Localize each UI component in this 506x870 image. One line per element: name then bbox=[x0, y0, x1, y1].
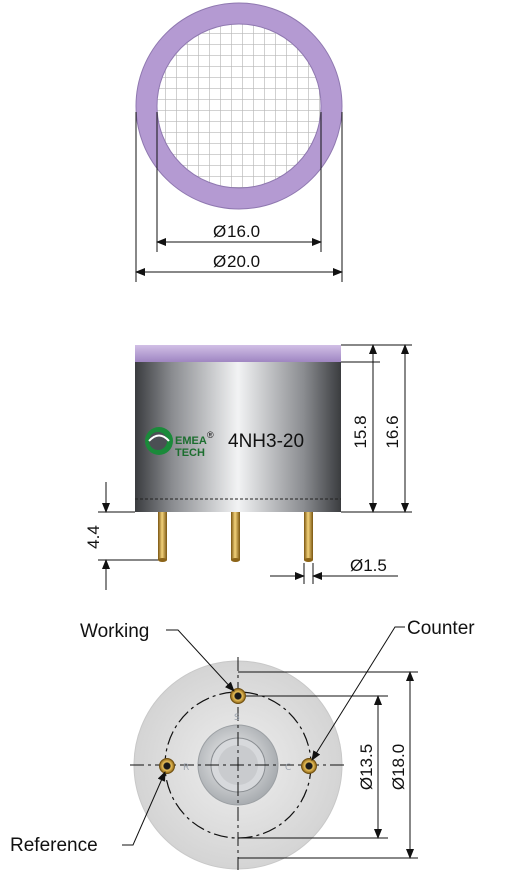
outer-diameter-symbol: Ø bbox=[213, 252, 226, 271]
side-pin-left bbox=[158, 512, 167, 560]
counter-pin bbox=[301, 758, 317, 774]
bottom-view: S R C Working Counter Reference Ø13.5 Ø1… bbox=[10, 618, 475, 870]
side-pin-right bbox=[304, 512, 313, 560]
reference-pin bbox=[159, 758, 175, 774]
top-view: Ø 16.0 Ø 20.0 bbox=[135, 2, 343, 282]
inner-diameter-symbol: Ø bbox=[213, 222, 226, 241]
pin-circle-diameter-value: Ø13.5 bbox=[357, 744, 376, 790]
pin-label-r: R bbox=[183, 763, 189, 773]
mesh-filter bbox=[156, 23, 322, 189]
logo-text-tech: TECH bbox=[175, 447, 205, 459]
reference-label: Reference bbox=[10, 835, 98, 856]
pin-diameter-value: Ø1.5 bbox=[350, 556, 387, 575]
semea-tech-logo: EMEA TECH ® bbox=[145, 427, 214, 459]
outer-diameter-value: 20.0 bbox=[227, 252, 260, 271]
purple-cap bbox=[135, 345, 341, 362]
side-view: EMEA TECH ® 4NH3-20 15.8 16.6 4.4 Ø1.5 bbox=[84, 344, 412, 590]
inner-diameter-value: 16.0 bbox=[227, 222, 260, 241]
logo-text-emea: EMEA bbox=[175, 435, 207, 447]
total-height-value: 16.6 bbox=[383, 415, 402, 448]
working-leader bbox=[166, 629, 235, 692]
working-label: Working bbox=[80, 621, 149, 642]
model-label: 4NH3-20 bbox=[228, 431, 304, 452]
pin-label-s: S bbox=[234, 713, 240, 723]
registered-mark: ® bbox=[207, 430, 214, 440]
counter-leader bbox=[311, 626, 405, 761]
side-pin-middle bbox=[231, 512, 240, 560]
reference-leader bbox=[122, 771, 166, 846]
working-pin bbox=[230, 688, 246, 704]
pin-length-value: 4.4 bbox=[84, 525, 103, 549]
counter-label: Counter bbox=[407, 618, 475, 639]
base-diameter-value: Ø18.0 bbox=[389, 744, 408, 790]
body-height-value: 15.8 bbox=[351, 415, 370, 448]
pin-label-c: C bbox=[285, 763, 291, 773]
